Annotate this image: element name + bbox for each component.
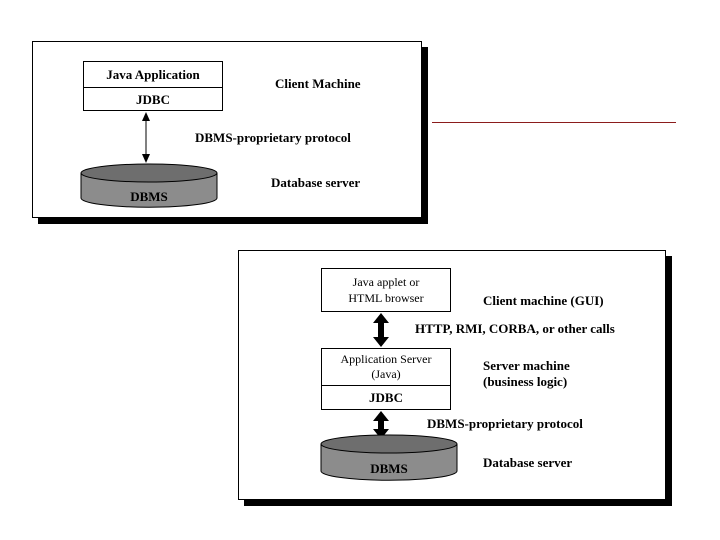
dbms-cylinder-icon-3tier: DBMS [320, 434, 458, 481]
appserver-line2: (Java) [371, 367, 401, 381]
thick-bidirectional-arrow-icon [373, 313, 389, 347]
dbms-cylinder-icon: DBMS [80, 163, 218, 208]
protocol-label-3tier: DBMS-proprietary protocol [427, 416, 583, 431]
client-machine-label: Client Machine [275, 76, 361, 91]
client-box: Java applet or HTML browser [321, 268, 451, 312]
database-server-label: Database server [271, 175, 361, 190]
jdbc-label: JDBC [84, 87, 222, 111]
bidirectional-arrow-icon [142, 112, 150, 163]
thick-bidirectional-arrow-icon-2 [373, 411, 389, 439]
server-machine-label: Server machine (business logic) [483, 358, 570, 390]
jdbc-label-3tier: JDBC [322, 385, 450, 410]
server-machine-line1: Server machine [483, 358, 570, 373]
two-tier-diagram: Java Application JDBC Client Machine DBM… [32, 41, 422, 218]
dbms-label-3tier: DBMS [370, 461, 408, 476]
two-tier-graphics: DBMS [80, 112, 218, 208]
protocol-label: DBMS-proprietary protocol [195, 130, 351, 145]
database-server-label-3tier: Database server [483, 455, 573, 470]
three-tier-graphics: DBMS [320, 313, 458, 481]
separator-line [432, 122, 676, 123]
client-box-line2: HTML browser [348, 291, 424, 305]
client-box-line1: Java applet or [352, 275, 420, 289]
dbms-label: DBMS [130, 189, 168, 204]
java-application-label: Java Application [106, 66, 200, 82]
java-application-box: Java Application JDBC [83, 61, 223, 111]
three-tier-diagram: Java applet or HTML browser Application … [238, 250, 666, 500]
application-server-box: Application Server (Java) JDBC [321, 348, 451, 410]
calls-label: HTTP, RMI, CORBA, or other calls [415, 321, 615, 336]
server-machine-line2: (business logic) [483, 374, 568, 389]
appserver-line1: Application Server [340, 352, 432, 366]
client-machine-gui-label: Client machine (GUI) [483, 293, 604, 308]
